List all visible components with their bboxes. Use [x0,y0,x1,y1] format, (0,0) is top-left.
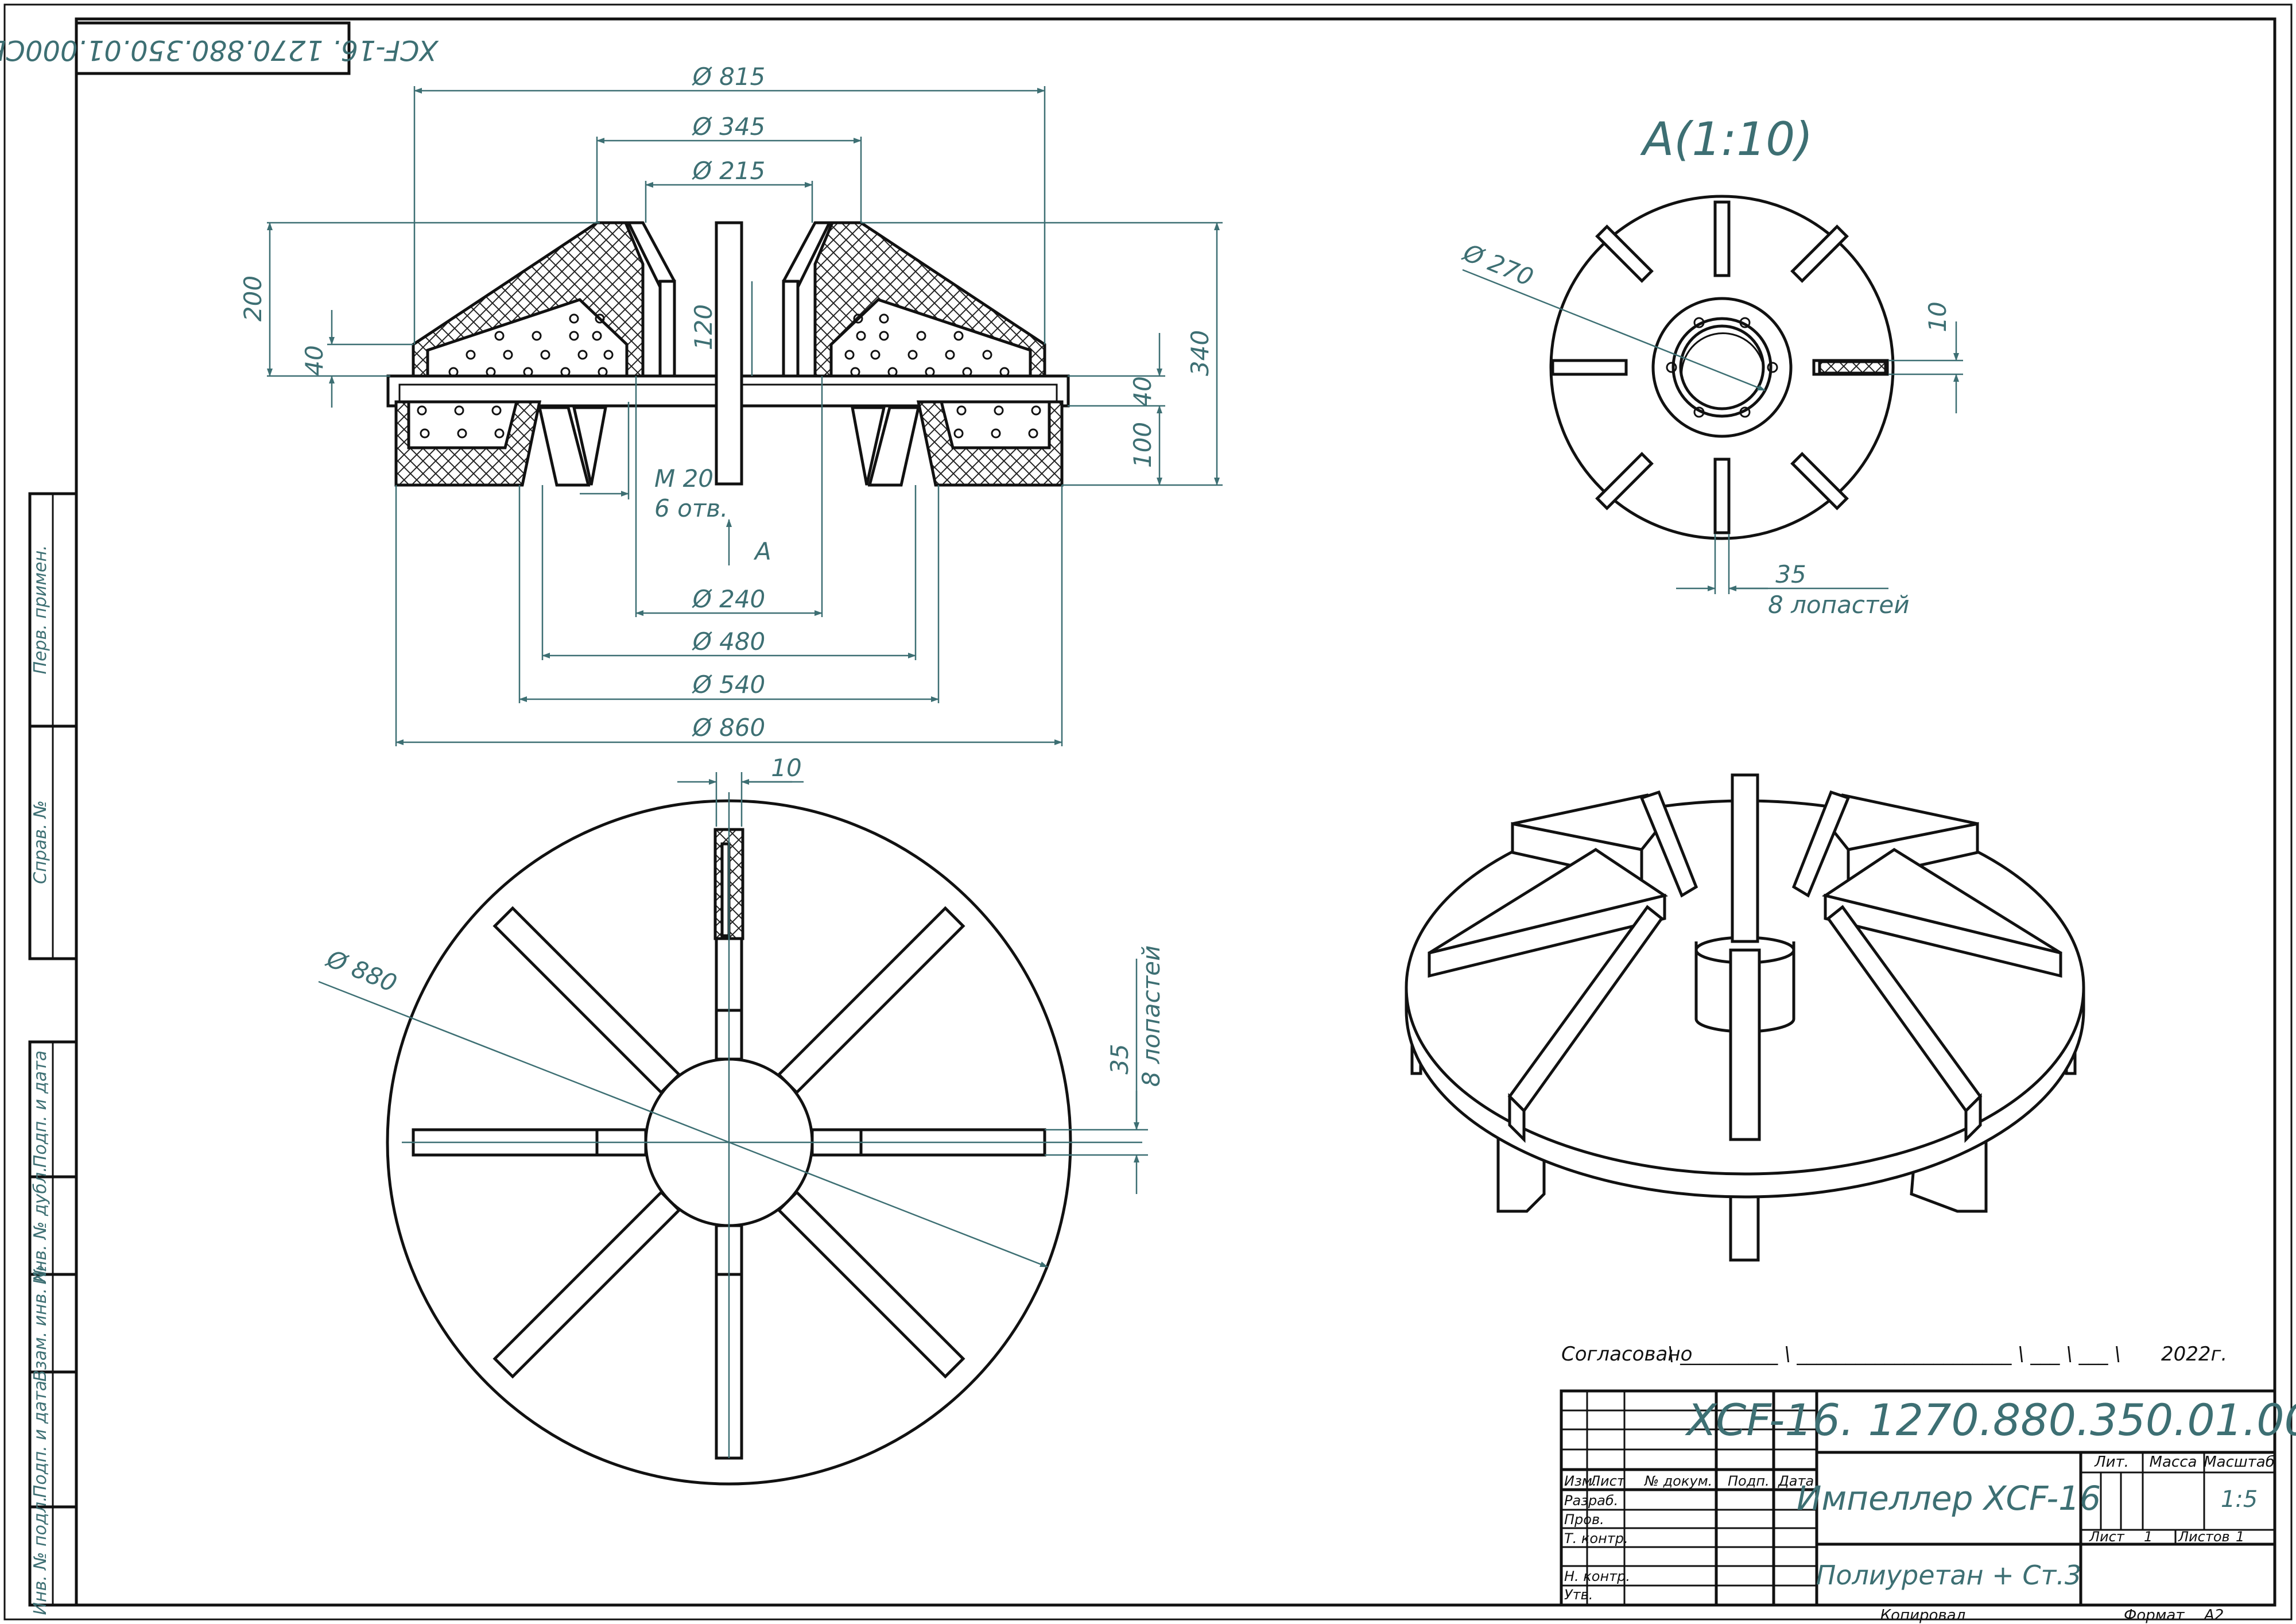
title-block: XCF-16. 1270.880.350.01.000СБ Импеллер X… [1560,1389,2296,1624]
role-label: Утв. [1564,1587,1593,1603]
side-label: Справ. № [30,800,51,884]
approval-fields: \ __________ \ ______________________ \ … [1667,1343,2121,1366]
dim-w10: 10 [1923,301,1952,332]
dim-h340: 340 [1186,330,1214,376]
approval-year: 2022г. [2161,1343,2227,1366]
approval-line: Согласовано \ __________ \ _____________… [1561,1343,2227,1366]
col-header: Изм. [1564,1473,1596,1489]
isometric-view [1405,773,2085,1262]
part-name: Импеллер XCF-16 [1797,1479,2101,1518]
view-a: A(1:10) [1459,113,1963,619]
outer-border [3,3,2293,1621]
holes-label: 6 отв. [654,494,728,522]
drawing-frame [75,17,2276,1607]
dim-d345: Ø 345 [692,113,766,141]
plan-view: 10 Ø 880 35 8 лопастей [318,754,1165,1486]
role-label: Разраб. [1564,1493,1618,1509]
col-header: Дата [1778,1473,1814,1489]
stamp-box: XCF-16. 1270.880.350.01.000СБ [0,21,440,75]
side-label: Перв. примен. [30,545,51,674]
dim-d880: Ø 880 [322,944,401,998]
side-label: Инв. № подл. [30,1497,51,1615]
dim-h40: 40 [300,345,328,375]
side-label: Подп. и дата [30,1381,51,1498]
view-a-marker: A [753,537,771,565]
dim-d240: Ø 240 [692,585,766,613]
scale-label: Масштаб [2204,1454,2275,1471]
sheet-label: Лист [2089,1529,2125,1545]
side-label: Подп. и дата [30,1051,51,1168]
doc-code: XCF-16. 1270.880.350.01.000СБ [1685,1394,2296,1445]
dim-h120: 120 [689,304,718,350]
section-view: Ø 815 Ø 345 Ø 215 200 40 120 40 100 340 … [239,63,1223,746]
stamp-code: XCF-16. 1270.880.350.01.000СБ [0,34,440,66]
view-a-title: A(1:10) [1640,113,1813,166]
lit-label: Лит. [2094,1454,2129,1471]
side-label: Инв. № дубл. [30,1166,51,1284]
blades-label: 8 лопастей [1768,591,1910,619]
dim-d860: Ø 860 [692,714,766,742]
dim-d215: Ø 215 [692,157,766,185]
sheets-value: 1 [2236,1529,2244,1545]
role-label: Пров. [1564,1511,1604,1528]
dim-d480: Ø 480 [692,627,766,656]
dim-d540: Ø 540 [692,670,766,699]
dim-h100: 100 [1128,422,1157,468]
format-value: А2 [2203,1607,2224,1624]
dim-w35: 35 [1106,1044,1134,1074]
approval-label: Согласовано [1561,1343,1692,1366]
dim-w10: 10 [771,754,801,782]
dim-h40b: 40 [1128,376,1157,406]
dim-d815: Ø 815 [692,63,766,91]
scale-value: 1:5 [2221,1486,2258,1513]
col-header: Лист [1589,1473,1626,1489]
material-label: Полиуретан + Ст.3 [1816,1560,2081,1591]
col-header: № докум. [1643,1473,1712,1489]
blades-label: 8 лопастей [1137,945,1165,1087]
mass-label: Масса [2150,1454,2197,1471]
dim-w35: 35 [1775,560,1806,588]
format-label: Формат [2124,1607,2185,1624]
copied-label: Копировал [1880,1607,1966,1624]
sheet-value: 1 [2144,1529,2152,1545]
sheets-label: Листов [2178,1529,2230,1545]
dim-h200: 200 [239,276,267,321]
side-label: Взам. инв. № [30,1265,51,1382]
side-strip: Перв. примен. Справ. № Подп. и дата Инв.… [28,492,78,1615]
col-header: Подп. [1728,1473,1770,1489]
role-label: Т. контр. [1564,1530,1628,1547]
role-label: Н. контр. [1564,1568,1630,1584]
thread-label: M 20 [654,464,713,493]
